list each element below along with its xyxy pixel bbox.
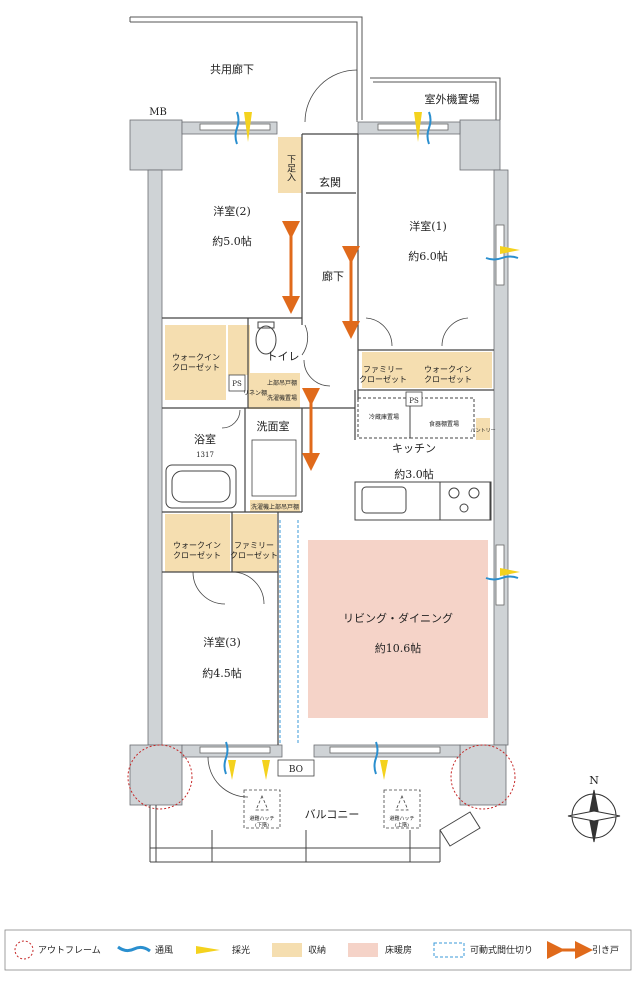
ps-box-b xyxy=(405,391,423,407)
north-label: N xyxy=(589,774,599,787)
linen-label: リネン棚 xyxy=(243,389,267,397)
walkin-closet-b-label: ウォークインクローゼット xyxy=(424,365,472,384)
kitchen-counter xyxy=(354,397,492,521)
room-labels: 共用廊下 MB 室外機置場 下足入 玄関 洋室(2) 約5.0帖 洋室(1) 約… xyxy=(149,62,599,828)
hallway-label: 廊下 xyxy=(322,269,344,283)
legend-outframe-symbol xyxy=(14,940,34,960)
western1-name: 洋室(1) xyxy=(409,219,447,233)
ps-a-label: PS xyxy=(232,380,242,388)
walkin-closet-b xyxy=(404,352,492,388)
legend-outframe: アウトフレーム xyxy=(38,945,101,956)
toilet-fixture xyxy=(255,321,277,355)
western3-name: 洋室(3) xyxy=(203,635,241,649)
western3-size: 約4.5帖 xyxy=(202,666,242,680)
sliding-door-arrows xyxy=(282,221,360,471)
bathroom-label: 浴室 xyxy=(194,432,216,446)
bo-box xyxy=(277,759,315,777)
balcony-label: バルコニー xyxy=(305,808,360,821)
dish-rack-space xyxy=(409,397,475,439)
movable-partition xyxy=(279,520,299,745)
legend-floor-heating-symbol xyxy=(348,943,378,957)
legend-sliding-door: 引き戸 xyxy=(592,945,619,956)
walkin-closet-a-label: ウォークインクローゼット xyxy=(172,353,220,372)
legend-partition: 可動式間仕切り xyxy=(470,944,533,956)
legend-symbols xyxy=(14,940,593,960)
legend-partition-symbol xyxy=(433,942,465,958)
legend-storage-symbol xyxy=(272,943,302,957)
pantry-label: パントリー xyxy=(470,428,495,434)
balcony xyxy=(149,805,481,863)
western1-size: 約6.0帖 xyxy=(408,249,448,263)
legend-daylight-symbol xyxy=(196,946,220,954)
mb-label: MB xyxy=(149,107,167,118)
interior-walls xyxy=(162,133,494,745)
walkin-closet-c-label: ウォークインクローゼット xyxy=(173,541,221,560)
kitchen-label: キッチン xyxy=(392,442,436,455)
washer-upper-cabinet xyxy=(250,500,300,512)
bathtub xyxy=(165,464,237,509)
family-closet-b xyxy=(232,514,277,572)
ps-box-a xyxy=(228,374,246,392)
family-closet-a-label: ファミリークローゼット xyxy=(359,365,407,384)
door-swings xyxy=(192,69,469,798)
floor-heating-area xyxy=(308,540,488,718)
storage-areas xyxy=(165,137,492,572)
bath-size-label: 1317 xyxy=(196,451,214,459)
fridge-label: 冷蔵庫置場 xyxy=(369,413,399,421)
daylight-marks xyxy=(228,112,520,780)
bo-label: BO xyxy=(289,765,303,775)
linen-shelf xyxy=(248,373,262,409)
family-closet-b-label: ファミリークローゼット xyxy=(230,541,278,560)
escape-hatches xyxy=(243,789,421,829)
western2-size: 約5.0帖 xyxy=(212,234,252,248)
walkin-closet-c xyxy=(165,514,230,572)
outframe-circles xyxy=(127,744,516,810)
ps-b-label: PS xyxy=(409,397,419,405)
pantry xyxy=(476,418,490,440)
family-closet-a xyxy=(362,352,404,388)
legend-floor-heating: 床暖房 xyxy=(385,944,412,956)
shoe-storage xyxy=(278,137,302,193)
shoe-storage-label: 下足入 xyxy=(285,155,296,182)
outdoor-unit-label: 室外機置場 xyxy=(425,92,480,106)
washer-upper-area xyxy=(262,373,300,409)
hatch-b-label: 避難ハッチ(上階) xyxy=(389,815,414,828)
toilet-label: トイレ xyxy=(267,350,300,363)
legend-frame xyxy=(4,929,632,971)
legend-ventilation-symbol xyxy=(117,945,151,953)
walkin-closet-a xyxy=(165,325,226,400)
legend-daylight: 採光 xyxy=(232,944,250,956)
ventilation-marks xyxy=(223,111,519,775)
hatch-a-label: 避難ハッチ(下階) xyxy=(249,815,274,828)
legend-labels: アウトフレーム 通風 採光 収納 床暖房 可動式間仕切り 引き戸 xyxy=(38,944,619,956)
living-name: リビング・ダイニング xyxy=(343,611,453,625)
corridor-label: 共用廊下 xyxy=(210,62,254,76)
compass-icon xyxy=(567,789,621,843)
washroom-label: 洗面室 xyxy=(257,419,290,433)
upper-cabinet-b-label: 洗濯機上部吊戸棚 xyxy=(251,503,299,511)
entrance-label: 玄関 xyxy=(319,175,341,189)
storage-small-a xyxy=(228,325,250,375)
legend-storage: 収納 xyxy=(308,944,326,956)
washer-box xyxy=(251,439,297,497)
washer-label: 洗濯機置場 xyxy=(267,394,297,402)
western2-name: 洋室(2) xyxy=(213,204,251,218)
living-size: 約10.6帖 xyxy=(375,641,422,655)
legend-ventilation: 通風 xyxy=(155,945,173,956)
upper-cabinet-a-label: 上部吊戸棚 xyxy=(267,379,297,387)
kitchen-size-label: 約3.0帖 xyxy=(394,467,434,481)
dish-rack-label: 食器棚置場 xyxy=(429,420,459,428)
